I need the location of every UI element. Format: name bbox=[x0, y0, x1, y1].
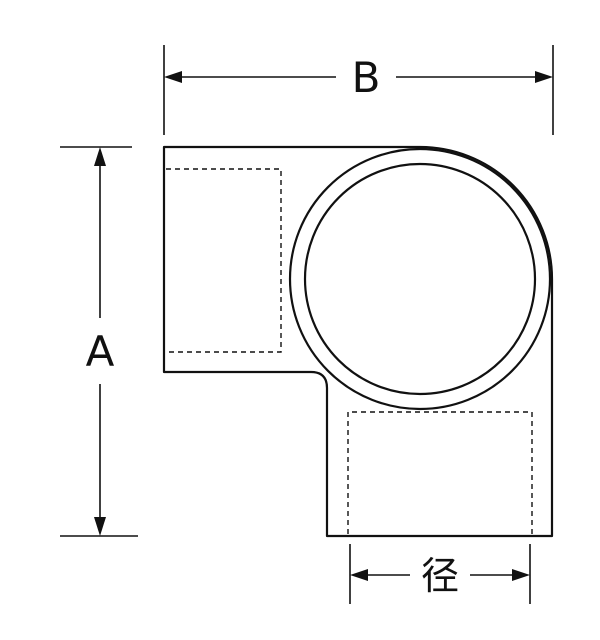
dimension-b-arrow-right bbox=[535, 71, 553, 83]
hidden-socket-left bbox=[166, 168, 282, 353]
dimension-b-label: B bbox=[352, 53, 381, 102]
dimension-diameter-arrow-left bbox=[350, 569, 368, 581]
dimension-b-arrow-left bbox=[164, 71, 182, 83]
dimension-b: B bbox=[163, 45, 554, 135]
dimension-a-label: A bbox=[86, 327, 115, 376]
fitting-outline bbox=[162, 145, 554, 538]
dimension-diameter: 径 bbox=[349, 544, 531, 604]
dimension-diameter-label: 径 bbox=[421, 554, 459, 598]
socket-bore-circle bbox=[303, 162, 537, 396]
socket-outer-circle bbox=[288, 147, 552, 411]
dimension-diameter-arrow-right bbox=[512, 569, 530, 581]
hidden-socket-bottom bbox=[347, 411, 533, 534]
dimension-a-arrow-top bbox=[94, 147, 106, 166]
dimension-a-arrow-bottom bbox=[94, 517, 106, 536]
dimension-a: A bbox=[60, 146, 138, 537]
